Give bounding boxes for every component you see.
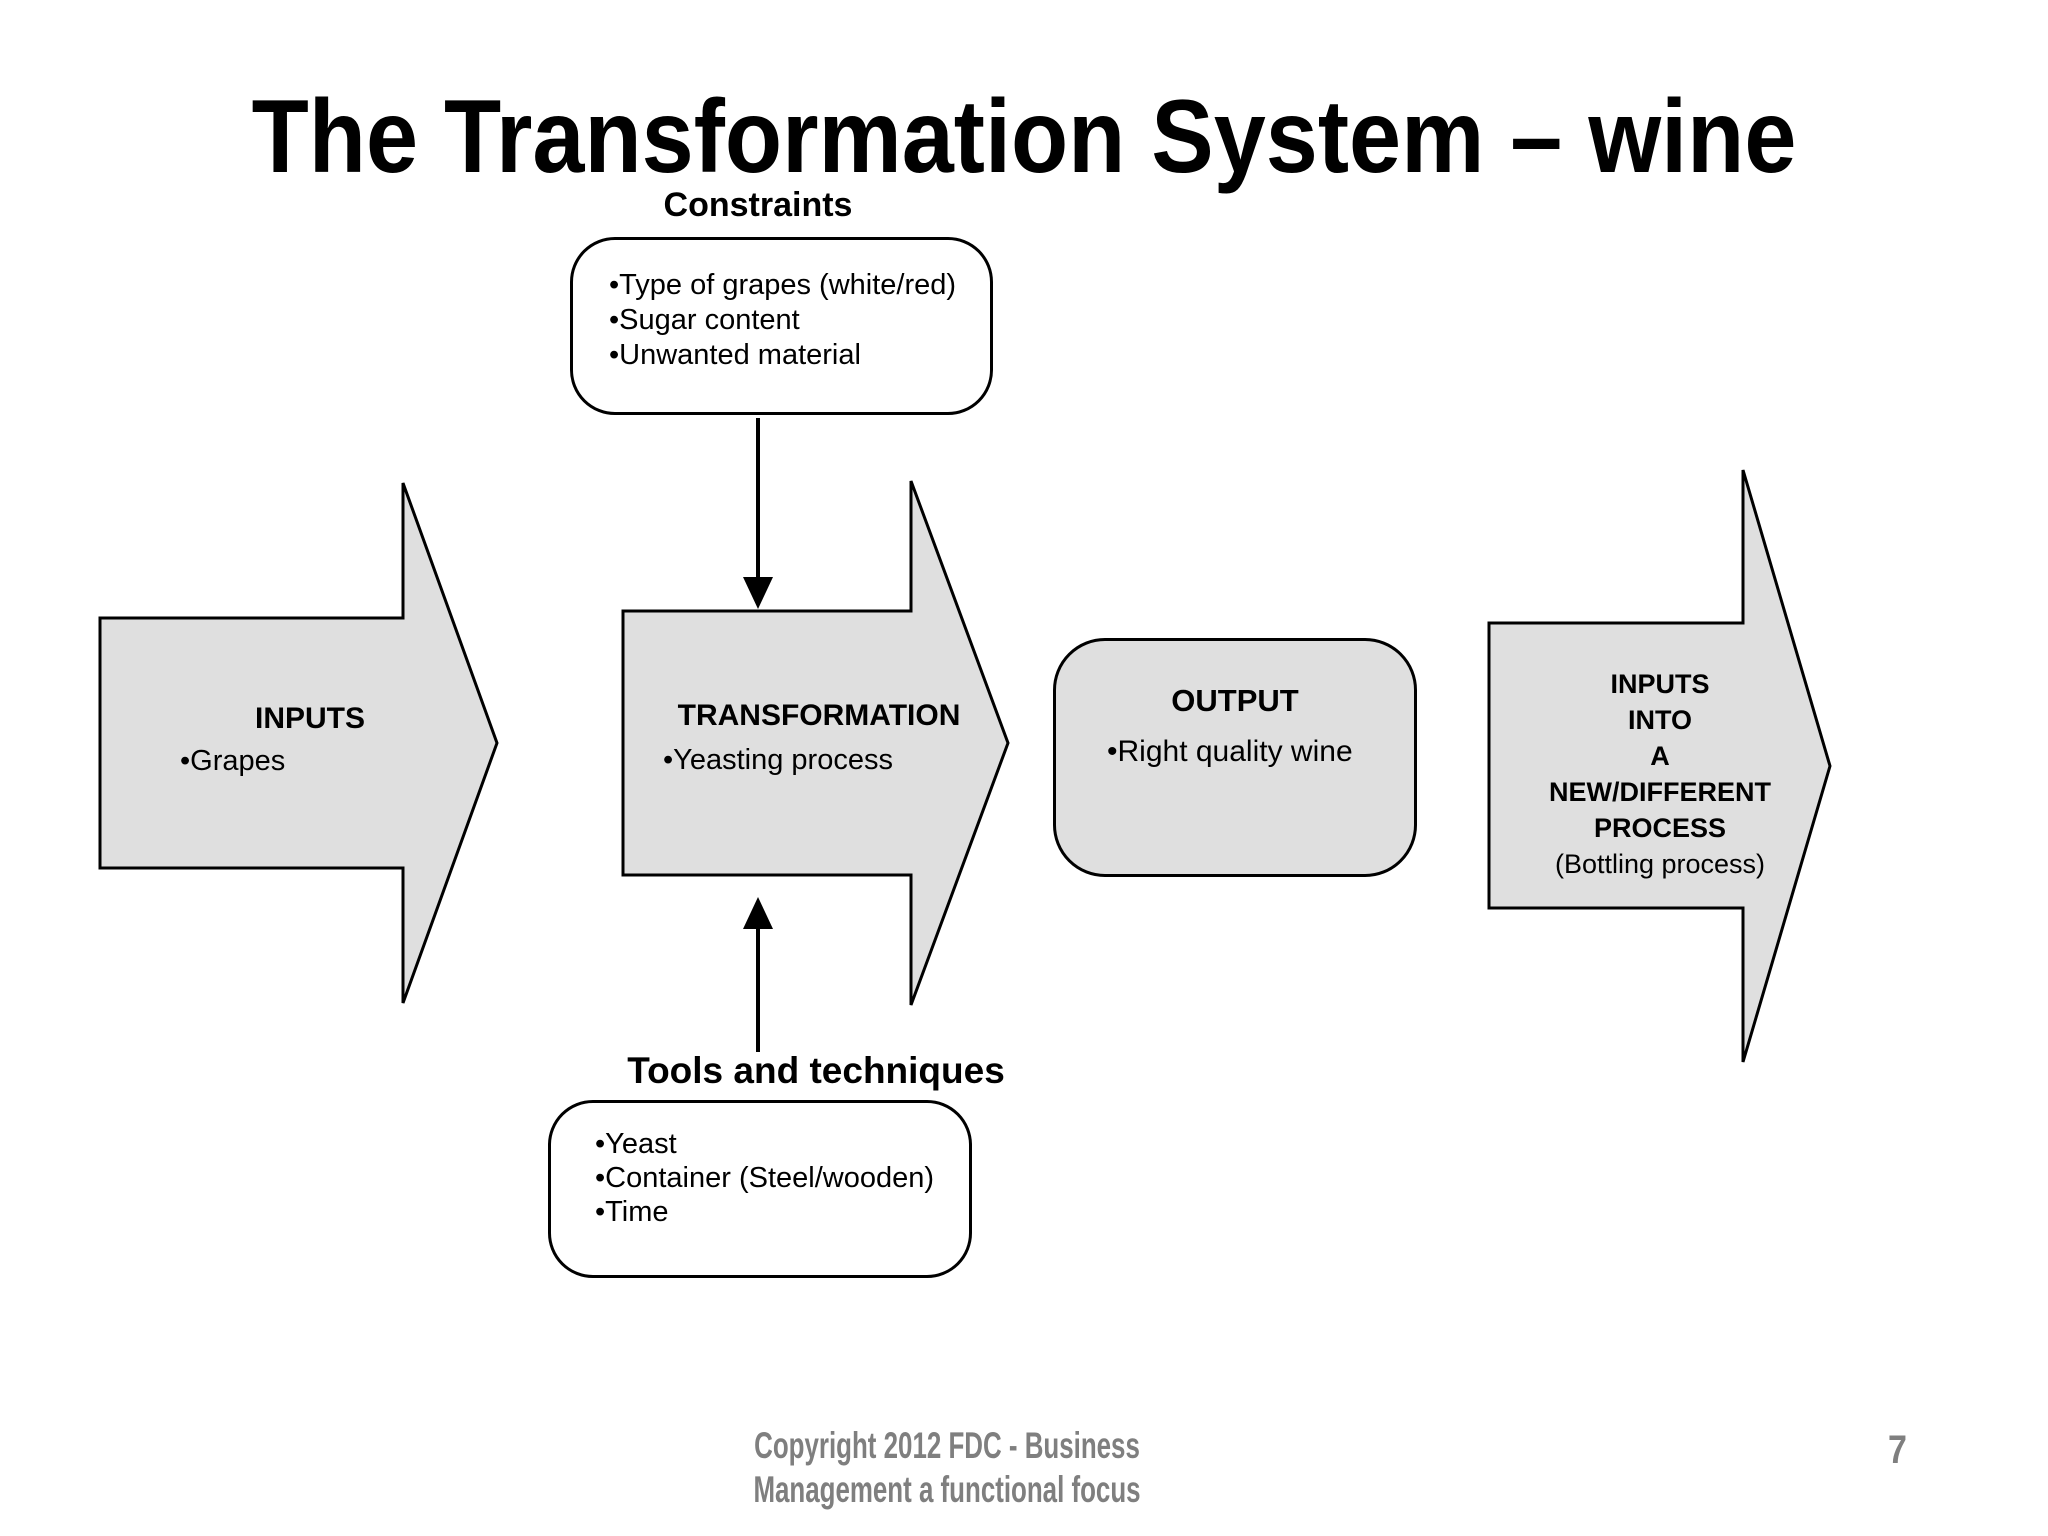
page-number: 7 <box>1888 1428 1907 1472</box>
footer-copyright-line: Management a functional focus <box>753 1469 1141 1510</box>
tools-item: •Yeast <box>595 1128 677 1160</box>
inputs-arrow-text: INPUTS •Grapes <box>130 698 490 782</box>
transformation-arrow-text: TRANSFORMATION •Yeasting process <box>630 694 1008 782</box>
inputs-arrow-shape <box>98 482 499 1004</box>
constraints-label: Constraints <box>663 186 853 224</box>
constraints-box: •Type of grapes (white/red) •Sugar conte… <box>570 237 993 415</box>
next-process-line: NEW/DIFFERENT <box>1549 777 1771 807</box>
next-process-arrow-text: INPUTS INTO A NEW/DIFFERENT PROCESS (Bot… <box>1489 666 1831 882</box>
tools-item: •Time <box>595 1196 669 1228</box>
tools-connector-arrowhead-icon <box>743 897 773 929</box>
transformation-arrow-bullet: •Yeasting process <box>663 744 893 776</box>
output-heading: OUTPUT <box>1171 683 1299 718</box>
next-process-arrow-shape <box>1487 469 1832 1063</box>
inputs-arrow-heading: INPUTS <box>254 702 365 735</box>
inputs-arrow-bullet: •Grapes <box>180 745 286 777</box>
transformation-arrow-shape <box>621 480 1010 1006</box>
tools-box: •Yeast •Container (Steel/wooden) •Time <box>548 1100 972 1278</box>
tools-label: Tools and techniques <box>627 1050 1005 1091</box>
footer-copyright: Copyright 2012 FDC - Business Management… <box>753 1424 1140 1512</box>
constraints-item: •Type of grapes (white/red) <box>609 269 957 301</box>
page-title: The Transformation System – wine <box>251 78 1797 195</box>
transformation-arrow-heading: TRANSFORMATION <box>677 699 961 732</box>
output-bullet: •Right quality wine <box>1107 735 1353 768</box>
constraints-connector-arrowhead-icon <box>743 577 773 609</box>
next-process-line: PROCESS <box>1593 813 1727 843</box>
constraints-item: •Unwanted material <box>609 339 861 371</box>
next-process-line: INPUTS <box>1610 669 1710 699</box>
next-process-subline: (Bottling process) <box>1554 849 1766 879</box>
output-box: OUTPUT •Right quality wine <box>1053 638 1417 877</box>
next-process-line: INTO <box>1627 705 1692 735</box>
tools-item: •Container (Steel/wooden) <box>595 1162 935 1194</box>
next-process-line: A <box>1650 741 1670 771</box>
footer-copyright-line: Copyright 2012 FDC - Business <box>754 1425 1140 1466</box>
constraints-item: •Sugar content <box>609 304 800 336</box>
